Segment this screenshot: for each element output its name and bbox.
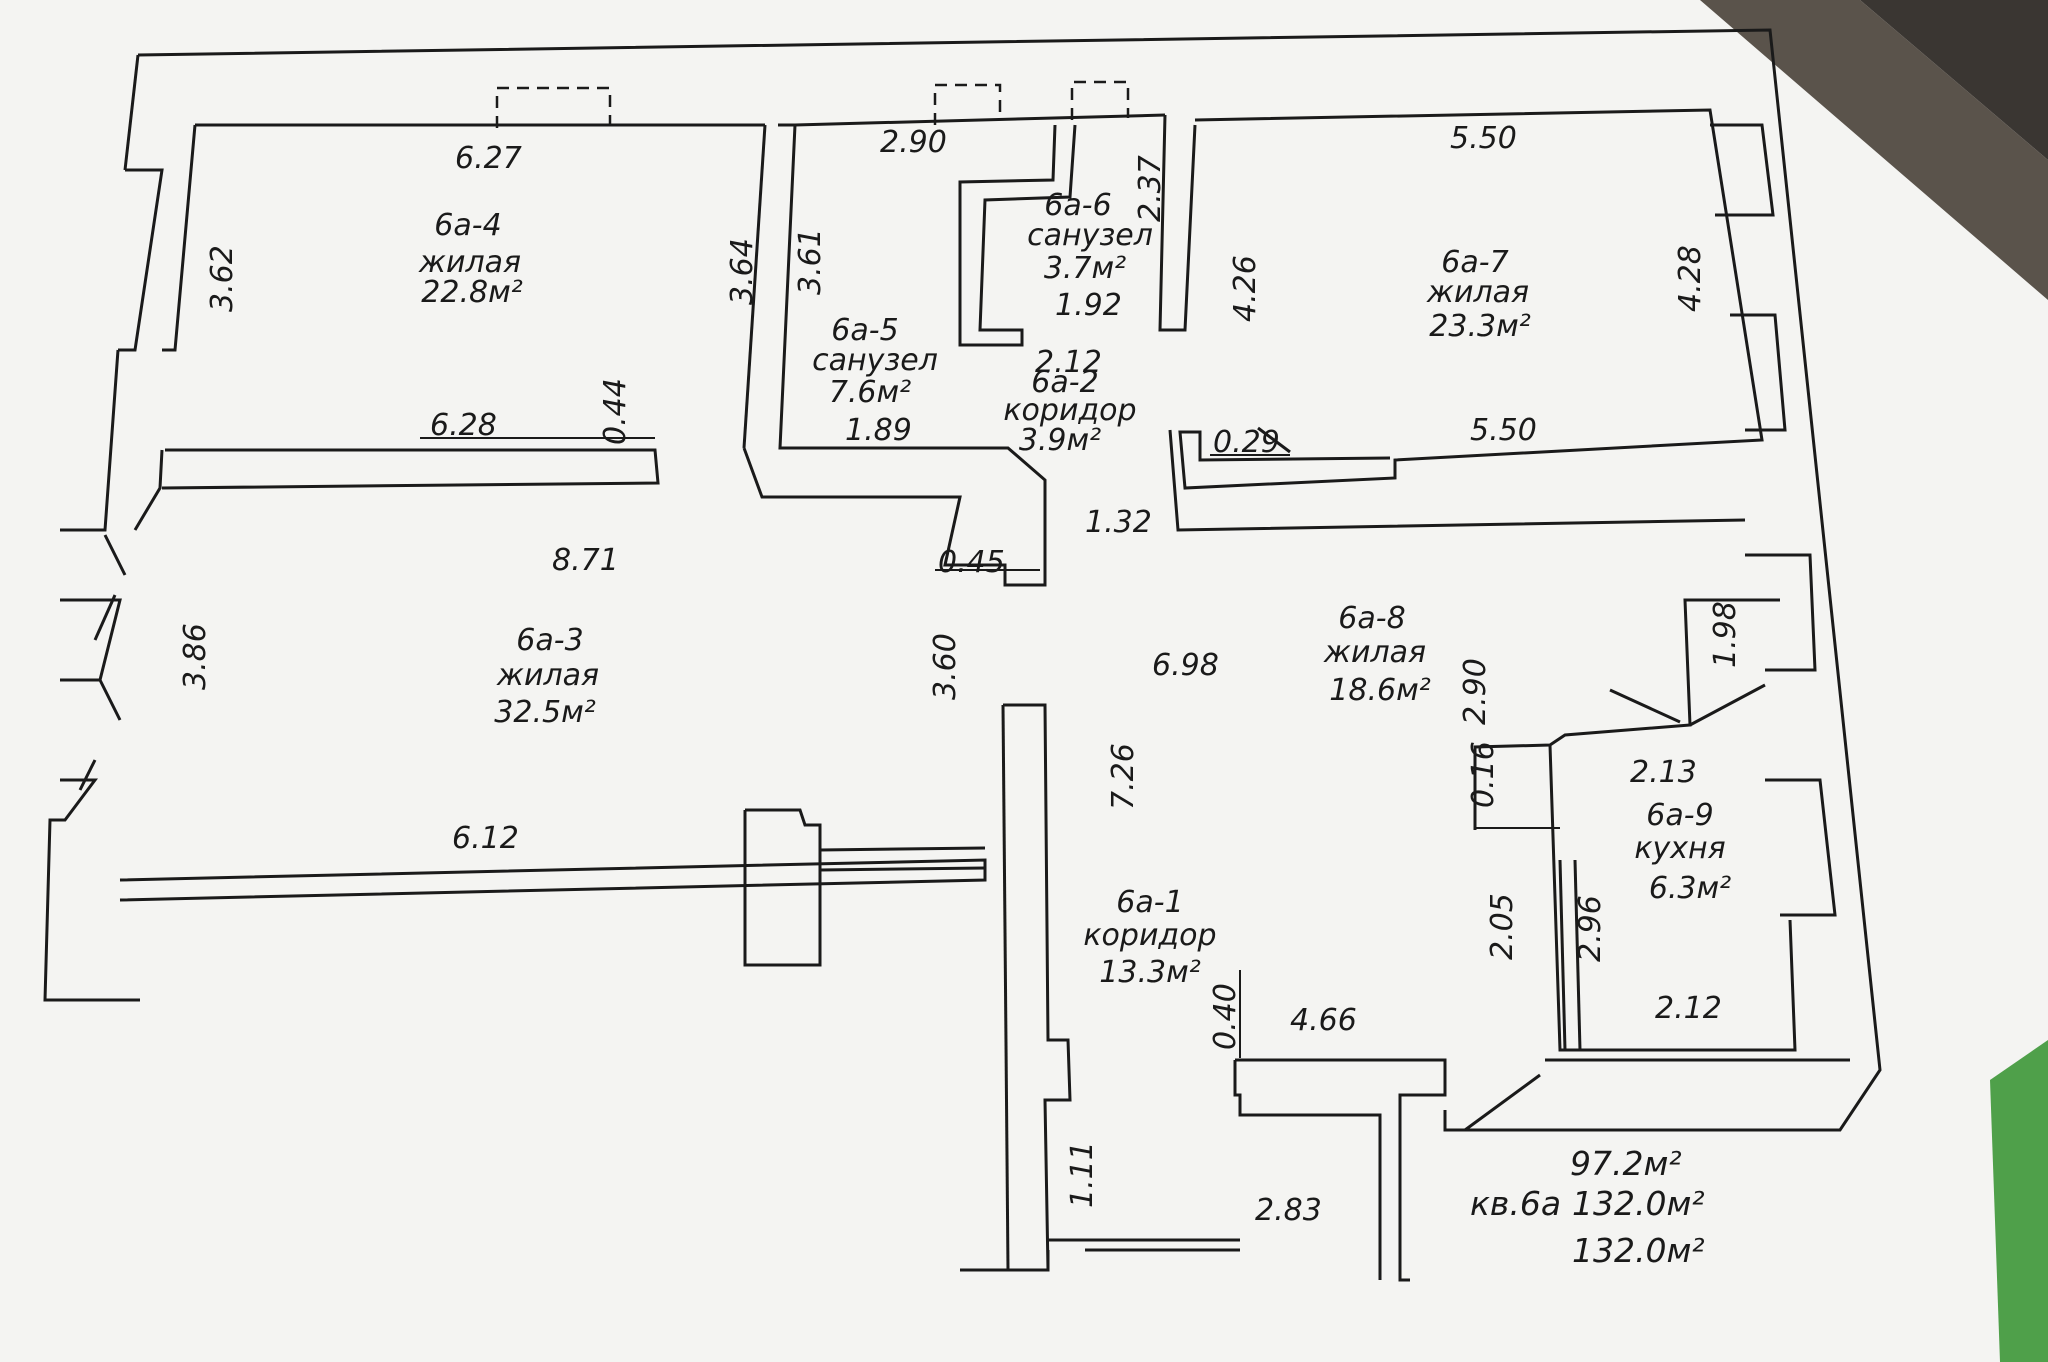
door-swings <box>78 426 1681 1132</box>
room-id: 6а-6 <box>1044 188 1111 223</box>
desk-background <box>1700 0 2048 300</box>
room-id: 6а-3 <box>516 623 583 658</box>
room-type: санузел <box>1027 218 1153 253</box>
room-id: 6а-9 <box>1646 798 1713 833</box>
dimension-label: 6.98 <box>1152 648 1219 683</box>
dimension-label: 6.12 <box>452 821 519 856</box>
room-area: 18.6м² <box>1329 673 1430 708</box>
room-6a-2-label: 6а-2 коридор 3.9м² <box>1003 365 1136 458</box>
room-area: 6.3м² <box>1649 871 1731 906</box>
room-area: 13.3м² <box>1099 955 1200 990</box>
area-total: 132.0м² <box>1572 1184 1705 1223</box>
room-6a-3-label: 6а-3 жилая 32.5м² <box>494 623 599 730</box>
room-type: жилая <box>1323 635 1426 670</box>
dimension-label: 2.13 <box>1630 755 1697 790</box>
dimension-label: 0.29 <box>1213 425 1280 460</box>
dimension-label: 4.28 <box>1673 245 1708 312</box>
dimension-label: 6.27 <box>455 141 522 176</box>
dimension-label: 4.66 <box>1290 1003 1357 1038</box>
dimension-label: 3.60 <box>928 633 963 700</box>
dimension-label: 2.90 <box>880 125 947 160</box>
room-type: кухня <box>1634 831 1725 866</box>
dimension-label: 3.64 <box>725 238 760 305</box>
area-total-secondary: 132.0м² <box>1572 1231 1705 1270</box>
dimension-leaders <box>420 437 1560 1058</box>
area-living: 97.2м² <box>1570 1144 1682 1183</box>
dimension-label: 7.26 <box>1106 743 1141 810</box>
room-6a-4-label: 6а-4 жилая 22.8м² <box>418 208 523 310</box>
dimension-label: 5.50 <box>1450 121 1517 156</box>
windows-top <box>495 80 1130 128</box>
apartment-summary: кв.6а 97.2м² 132.0м² 132.0м² <box>1470 1144 1705 1270</box>
room-id: 6а-4 <box>434 208 501 243</box>
dimension-label: 1.92 <box>1055 288 1122 323</box>
room-area: 3.7м² <box>1044 251 1126 286</box>
dimension-label: 0.16 <box>1466 741 1501 808</box>
room-6a-8-label: 6а-8 жилая 18.6м² <box>1323 601 1431 708</box>
room-6a-6-label: 6а-6 санузел 3.7м² <box>1027 188 1153 286</box>
room-id: 6а-8 <box>1338 601 1405 636</box>
dimension-label: 5.50 <box>1470 413 1537 448</box>
dimension-label: 2.83 <box>1255 1193 1322 1228</box>
room-id: 6а-7 <box>1441 245 1508 280</box>
dimension-label: 3.61 <box>793 228 828 295</box>
dimension-label: 3.86 <box>178 623 213 690</box>
room-id: 6а-1 <box>1116 885 1183 920</box>
dimension-label: 2.12 <box>1655 991 1722 1026</box>
dimension-label: 0.45 <box>938 545 1005 580</box>
dimension-label: 8.71 <box>552 543 619 578</box>
room-type: коридор <box>1083 918 1216 953</box>
room-6a-1-label: 6а-1 коридор 13.3м² <box>1083 885 1216 990</box>
dimension-label: 1.89 <box>845 413 912 448</box>
dimension-label: 4.26 <box>1228 255 1263 322</box>
dimension-label: 2.37 <box>1133 155 1168 222</box>
dimension-label: 1.98 <box>1708 601 1743 668</box>
dimension-label: 1.32 <box>1085 505 1152 540</box>
room-type: жилая <box>418 245 521 280</box>
dimension-label: 1.11 <box>1065 1141 1100 1208</box>
room-type: санузел <box>812 343 938 378</box>
room-area: 32.5м² <box>494 695 595 730</box>
room-area: 22.8м² <box>421 275 522 310</box>
room-type: жилая <box>496 658 599 693</box>
dimension-label: 3.62 <box>205 245 240 312</box>
dimension-label: 2.12 <box>1035 345 1102 380</box>
dimensions: 6.27 2.90 5.50 3.62 3.64 3.61 2.37 1.92 … <box>178 121 1743 1228</box>
walls <box>43 28 1882 1282</box>
room-id: 6а-2 <box>1031 365 1098 400</box>
room-area: 7.6м² <box>829 375 911 410</box>
dimension-label: 0.40 <box>1208 983 1243 1050</box>
room-area: 23.3м² <box>1429 309 1530 344</box>
dimension-label: 2.96 <box>1573 895 1608 962</box>
dimension-label: 0.44 <box>598 378 633 445</box>
room-type: жилая <box>1426 275 1529 310</box>
dimension-label: 2.90 <box>1458 658 1493 725</box>
green-folder-edge <box>1990 1040 2048 1362</box>
dimension-label: 6.28 <box>430 408 497 443</box>
dimension-label: 2.05 <box>1485 893 1520 960</box>
room-area: 3.9м² <box>1019 423 1101 458</box>
apartment-number: кв.6а <box>1470 1184 1561 1223</box>
room-6a-7-label: 6а-7 жилая 23.3м² <box>1426 245 1531 344</box>
room-type: коридор <box>1003 393 1136 428</box>
room-6a-5-label: 6а-5 санузел 7.6м² <box>812 313 938 410</box>
room-6a-9-label: 6а-9 кухня 6.3м² <box>1634 798 1731 906</box>
room-id: 6а-5 <box>831 313 898 348</box>
